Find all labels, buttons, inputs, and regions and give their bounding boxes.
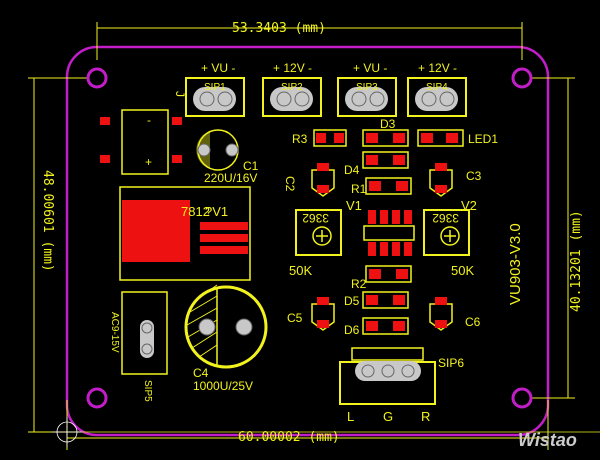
regulator-pin-label: ?V1 (205, 204, 228, 219)
led1-ref: LED1 (468, 132, 498, 146)
j-label: J (173, 91, 187, 97)
d5-ref: D5 (344, 294, 360, 308)
pot-right-value: 50K (451, 263, 474, 278)
led1 (417, 129, 464, 147)
regulator-label: 7812 (181, 204, 210, 219)
sip4-ref: SIP4 (426, 82, 448, 93)
d3-ref: D3 (380, 117, 396, 131)
sip6-pin-r: R (421, 409, 430, 424)
c6-ref: C6 (465, 315, 481, 329)
r1-ref: R1 (351, 182, 367, 196)
d4-ref: D4 (344, 163, 360, 177)
d3-diode (362, 129, 409, 147)
d6-diode (362, 317, 409, 335)
dim-right: 40.13201 (mm) (569, 210, 584, 312)
origin-crosshair (52, 417, 82, 447)
sip1-connector (185, 77, 245, 117)
sip2-ref: SIP2 (281, 82, 303, 93)
r2-ref: R2 (351, 277, 367, 291)
bridge-minus: - (147, 113, 151, 127)
sip3-pins: + VU - (353, 61, 387, 75)
mounting-holes (86, 67, 533, 409)
bridge-plus: + (145, 155, 152, 169)
c1-value: 220U/16V (204, 171, 257, 185)
sip6-connector (339, 347, 436, 405)
c2-ref: C2 (283, 176, 297, 192)
r3-resistor (313, 129, 347, 147)
sip6-ref: SIP6 (438, 356, 464, 370)
sip5-connector (121, 291, 168, 375)
sip5-ref: SIP5 (142, 380, 153, 402)
sip4-connector (407, 77, 467, 117)
r2-resistor (365, 265, 412, 283)
c4-ref: C4 (193, 366, 209, 380)
sip2-connector (262, 77, 322, 117)
sip6-pin-g: G (383, 409, 393, 424)
dual-ic (363, 210, 415, 256)
pot-right-code: 3362 (432, 211, 459, 225)
c4-capacitor (184, 284, 268, 369)
c1-ref: C1 (243, 159, 259, 173)
bridge-rectifier (100, 109, 182, 175)
pot-left-code: 3362 (302, 211, 329, 225)
sip3-ref: SIP3 (356, 82, 378, 93)
dim-top: 53.3403 (mm) (232, 21, 326, 36)
r1-resistor (365, 177, 412, 195)
c4-value: 1000U/25V (193, 379, 253, 393)
c3-ref: C3 (466, 169, 482, 183)
sip3-connector (337, 77, 397, 117)
regulator-7812 (119, 186, 251, 281)
c6-capacitor (429, 297, 453, 331)
board-outline (65, 45, 550, 437)
c5-ref: C5 (287, 311, 303, 325)
sip1-pins: + VU - (201, 61, 235, 75)
d4-diode (362, 151, 409, 169)
dim-bottom: 60.00002 (mm) (238, 430, 340, 445)
c5-capacitor (311, 297, 335, 331)
d5-diode (362, 291, 409, 309)
v1-ref: V1 (346, 198, 362, 213)
dim-left: 48.00601 (mm) (40, 170, 55, 272)
sip4-pins: + 12V - (418, 61, 457, 75)
board-version: VU903-V3.0 (507, 223, 524, 305)
c1-capacitor (196, 129, 239, 171)
pot-right (423, 209, 470, 256)
pot-left-value: 50K (289, 263, 312, 278)
sip5-label: AC9-15V (109, 312, 120, 353)
sip2-pins: + 12V - (273, 61, 312, 75)
c3-capacitor (429, 163, 453, 197)
wistao-logo: Wistao (518, 430, 577, 450)
c2-capacitor (311, 163, 335, 197)
pot-left (295, 209, 342, 256)
r3-ref: R3 (292, 132, 308, 146)
sip6-pin-l: L (347, 409, 354, 424)
sip1-ref: SIP1 (204, 82, 226, 93)
d6-ref: D6 (344, 323, 360, 337)
